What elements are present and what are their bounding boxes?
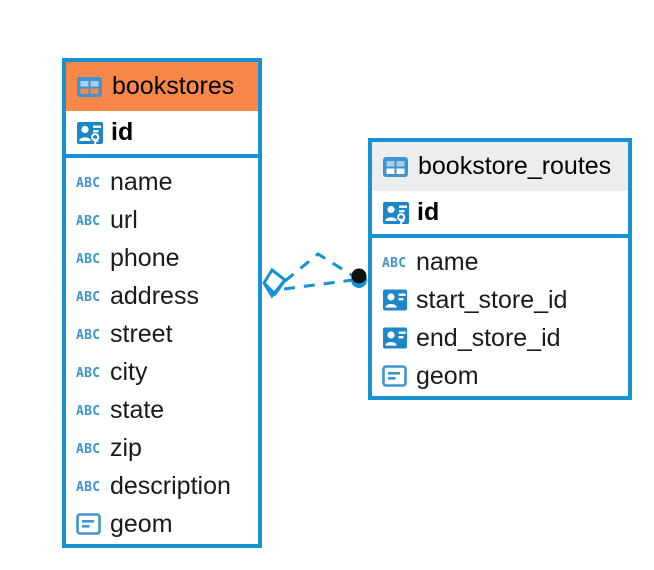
field-label: geom <box>416 361 479 390</box>
field-label: street <box>110 319 173 348</box>
svg-text:ABC: ABC <box>76 480 100 495</box>
svg-text:ABC: ABC <box>382 256 406 271</box>
svg-text:ABC: ABC <box>76 442 100 457</box>
relationship-diamond-endpoint <box>262 267 288 299</box>
field-label: url <box>110 205 138 234</box>
svg-text:ABC: ABC <box>76 290 100 305</box>
field-label: phone <box>110 243 180 272</box>
svg-text:ABC: ABC <box>76 366 100 381</box>
table-row-field[interactable]: ABC city <box>66 353 258 391</box>
table-bookstore-routes[interactable]: bookstore_routes id ABC name <box>368 138 632 401</box>
relationship-line-lower <box>283 278 354 291</box>
field-label: name <box>110 167 173 196</box>
field-label: name <box>416 247 479 276</box>
table-row-field[interactable]: ABC state <box>66 391 258 429</box>
table-field-list: ABC name start_store_id <box>372 238 628 401</box>
abc-icon: ABC <box>76 442 100 457</box>
table-row-field[interactable]: end_store_id <box>372 319 628 357</box>
table-row-field[interactable]: geom <box>372 357 628 395</box>
primary-key-icon <box>383 201 409 224</box>
geometry-icon <box>382 364 407 387</box>
field-label: start_store_id <box>416 285 568 314</box>
table-icon <box>77 76 102 97</box>
table-row-field[interactable]: ABC description <box>66 467 258 505</box>
primary-key-icon <box>77 121 103 144</box>
svg-text:ABC: ABC <box>76 328 100 343</box>
table-row-field[interactable]: ABC address <box>66 277 258 315</box>
field-label: description <box>110 471 231 500</box>
table-header-bookstores[interactable]: bookstores <box>66 62 258 111</box>
table-field-list: ABC name ABC url ABC phone ABC <box>66 158 258 549</box>
field-label: end_store_id <box>416 323 561 352</box>
field-label: zip <box>110 433 142 462</box>
abc-icon: ABC <box>76 214 100 229</box>
abc-icon: ABC <box>76 176 100 191</box>
table-header-bookstore-routes[interactable]: bookstore_routes <box>372 142 628 191</box>
abc-icon: ABC <box>76 290 100 305</box>
abc-icon: ABC <box>76 252 100 267</box>
table-name-label: bookstores <box>112 72 235 100</box>
geometry-icon <box>76 512 101 535</box>
relationship-circle-endpoint <box>351 268 367 288</box>
table-row-field[interactable]: ABC name <box>372 243 628 281</box>
field-label: state <box>110 395 165 424</box>
table-name-label: bookstore_routes <box>418 152 612 180</box>
table-row-primary-key[interactable]: id <box>372 191 628 238</box>
primary-key-label: id <box>417 198 440 226</box>
table-row-field[interactable]: ABC url <box>66 201 258 239</box>
svg-text:ABC: ABC <box>76 214 100 229</box>
foreign-key-icon <box>383 327 407 349</box>
abc-icon: ABC <box>382 256 406 271</box>
abc-icon: ABC <box>76 480 100 495</box>
table-row-field[interactable]: ABC street <box>66 315 258 353</box>
table-row-field[interactable]: ABC phone <box>66 239 258 277</box>
table-row-field[interactable]: geom <box>66 505 258 543</box>
abc-icon: ABC <box>76 404 100 419</box>
relationship-line-upper <box>284 252 356 283</box>
svg-text:ABC: ABC <box>76 176 100 191</box>
primary-key-label: id <box>111 118 134 146</box>
table-row-field[interactable]: ABC name <box>66 163 258 201</box>
table-bookstores[interactable]: bookstores id ABC name <box>62 58 262 549</box>
field-label: address <box>110 281 199 310</box>
table-icon <box>383 156 408 177</box>
svg-text:ABC: ABC <box>76 404 100 419</box>
table-row-primary-key[interactable]: id <box>66 111 258 158</box>
abc-icon: ABC <box>76 328 100 343</box>
field-label: city <box>110 357 148 386</box>
table-row-field[interactable]: ABC zip <box>66 429 258 467</box>
foreign-key-icon <box>383 289 407 311</box>
table-row-field[interactable]: start_store_id <box>372 281 628 319</box>
abc-icon: ABC <box>76 366 100 381</box>
field-label: geom <box>110 509 173 538</box>
svg-text:ABC: ABC <box>76 252 100 267</box>
